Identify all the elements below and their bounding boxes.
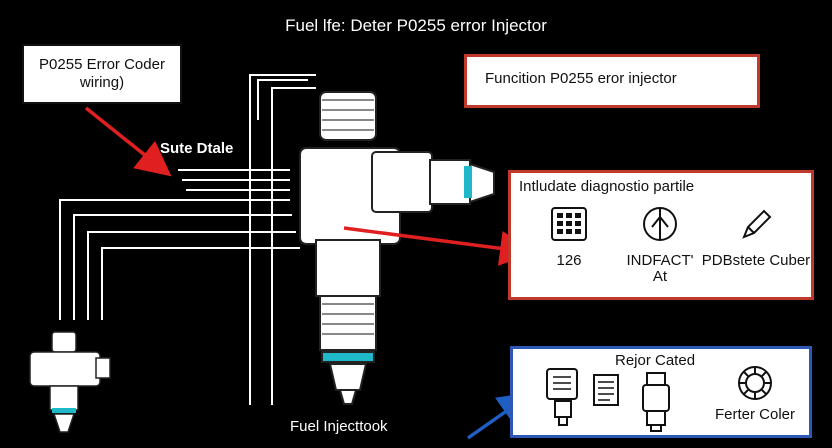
document-icon xyxy=(593,374,619,406)
diagnostic-item-gauge: INDFACT' At xyxy=(615,205,705,285)
arrow-diagnostic-panel xyxy=(343,226,535,266)
diagnostic-item-label: 126 xyxy=(556,252,582,269)
diagnostic-item-label: PDBstete Cuber xyxy=(701,252,811,269)
diagram-title: Fuel lfe: Deter P0255 error Injector xyxy=(285,16,547,35)
diagnostic-item-label: INDFACT' At xyxy=(626,252,694,285)
wiring-callout-line2: wiring) xyxy=(79,74,125,91)
diagnostic-panel-heading: Intludate diagnostio partile xyxy=(519,178,695,195)
diagnostic-panel: Intludate diagnostio partile 126 INDFACT… xyxy=(508,170,814,300)
fuel-injector-main xyxy=(299,91,495,405)
pen-tool-icon xyxy=(742,209,772,239)
connector-icon xyxy=(546,368,578,426)
replace-item-label: Ferter Coler xyxy=(714,406,796,423)
wiring-callout: P0255 Error Coder wiring) xyxy=(22,44,182,104)
fuel-injector-inset xyxy=(29,331,111,433)
sensor-icon xyxy=(642,372,670,432)
function-callout-text: Funcition P0255 eror injector xyxy=(485,70,677,87)
arrow-wiring-callout xyxy=(84,106,172,177)
injector-label: Fuel Injecttook xyxy=(290,418,388,435)
replace-item-gear: Ferter Coler xyxy=(707,363,803,423)
wire-label: Sute Dtale xyxy=(160,140,234,157)
function-callout: Funcition P0255 eror injector xyxy=(464,54,760,108)
diagnostic-item-pen: PDBstete Cuber xyxy=(701,205,811,269)
diagnostic-item-chip: 126 xyxy=(529,205,609,269)
replace-panel-heading: Rejor Cated xyxy=(615,352,696,369)
wiring-callout-line1: P0255 Error Coder xyxy=(39,56,165,73)
gear-dial-icon xyxy=(738,366,772,400)
wiring-harness xyxy=(59,74,316,405)
chip-grid-icon xyxy=(551,207,587,241)
gauge-icon xyxy=(643,207,677,241)
replace-panel: Rejor Cated Ferter Coler xyxy=(510,346,812,438)
